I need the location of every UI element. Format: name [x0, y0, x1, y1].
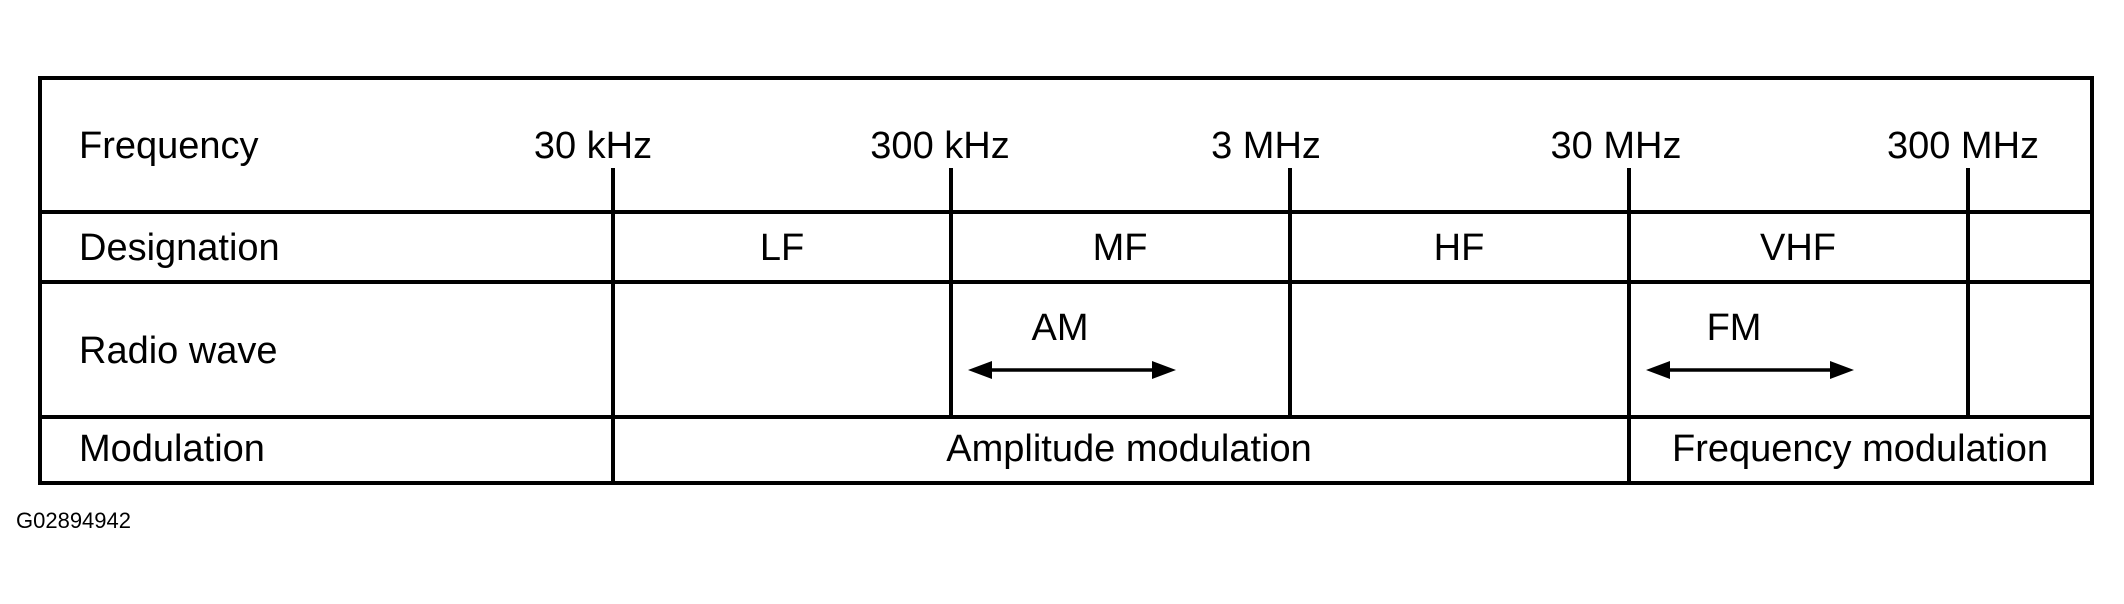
frequency-label-3mhz: 3 MHz: [1211, 125, 1321, 167]
radio-wave-am-label: AM: [1032, 307, 1089, 349]
frequency-label-30mhz: 30 MHz: [1551, 125, 1682, 167]
am-range-arrow: [968, 361, 1176, 379]
designation-vhf: VHF: [1760, 227, 1836, 269]
row-label-radio-wave: Radio wave: [79, 330, 278, 372]
row-label-designation: Designation: [79, 227, 280, 269]
frequency-label-30khz: 30 kHz: [534, 125, 652, 167]
fm-range-arrow: [1646, 361, 1854, 379]
row-label-modulation: Modulation: [79, 428, 265, 470]
designation-hf: HF: [1434, 227, 1485, 269]
frequency-label-300mhz: 300 MHz: [1887, 125, 2039, 167]
radio-wave-fm-label: FM: [1707, 307, 1762, 349]
figure-code: G02894942: [16, 508, 131, 533]
modulation-frequency: Frequency modulation: [1672, 428, 2048, 470]
modulation-amplitude: Amplitude modulation: [946, 428, 1311, 470]
designation-mf: MF: [1093, 227, 1148, 269]
row-label-frequency: Frequency: [79, 125, 259, 167]
frequency-label-300khz: 300 kHz: [870, 125, 1009, 167]
designation-lf: LF: [760, 227, 804, 269]
